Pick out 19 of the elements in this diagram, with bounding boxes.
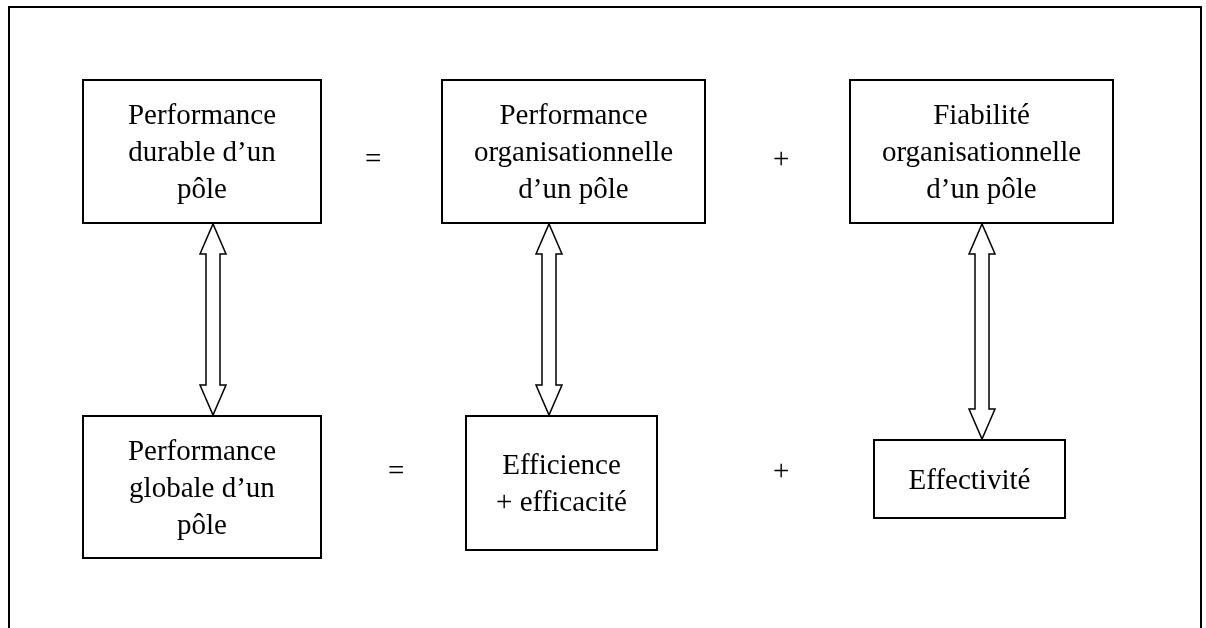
double-arrow [967, 222, 997, 441]
concept-box [873, 439, 1066, 519]
operator-sign: = [388, 453, 405, 488]
concept-box [849, 79, 1114, 224]
operator-sign: + [773, 453, 790, 488]
operator-sign: + [773, 141, 790, 176]
concept-box [82, 415, 322, 559]
box-label: Effectivité [907, 461, 1032, 497]
concept-box [465, 415, 658, 551]
double-arrow [534, 222, 564, 417]
concept-box [441, 79, 706, 224]
box-label: Efficience + efficacité [495, 447, 628, 519]
double-arrow [198, 222, 228, 417]
concept-box [82, 79, 322, 224]
box-label: Performance organisationnelle d’un pôle [472, 97, 675, 206]
box-label: Fiabilité organisationnelle d’un pôle [880, 97, 1083, 206]
box-label: Performance globale d’un pôle [126, 432, 278, 542]
operator-sign: = [365, 141, 382, 176]
box-label: Performance durable d’un pôle [126, 97, 278, 206]
